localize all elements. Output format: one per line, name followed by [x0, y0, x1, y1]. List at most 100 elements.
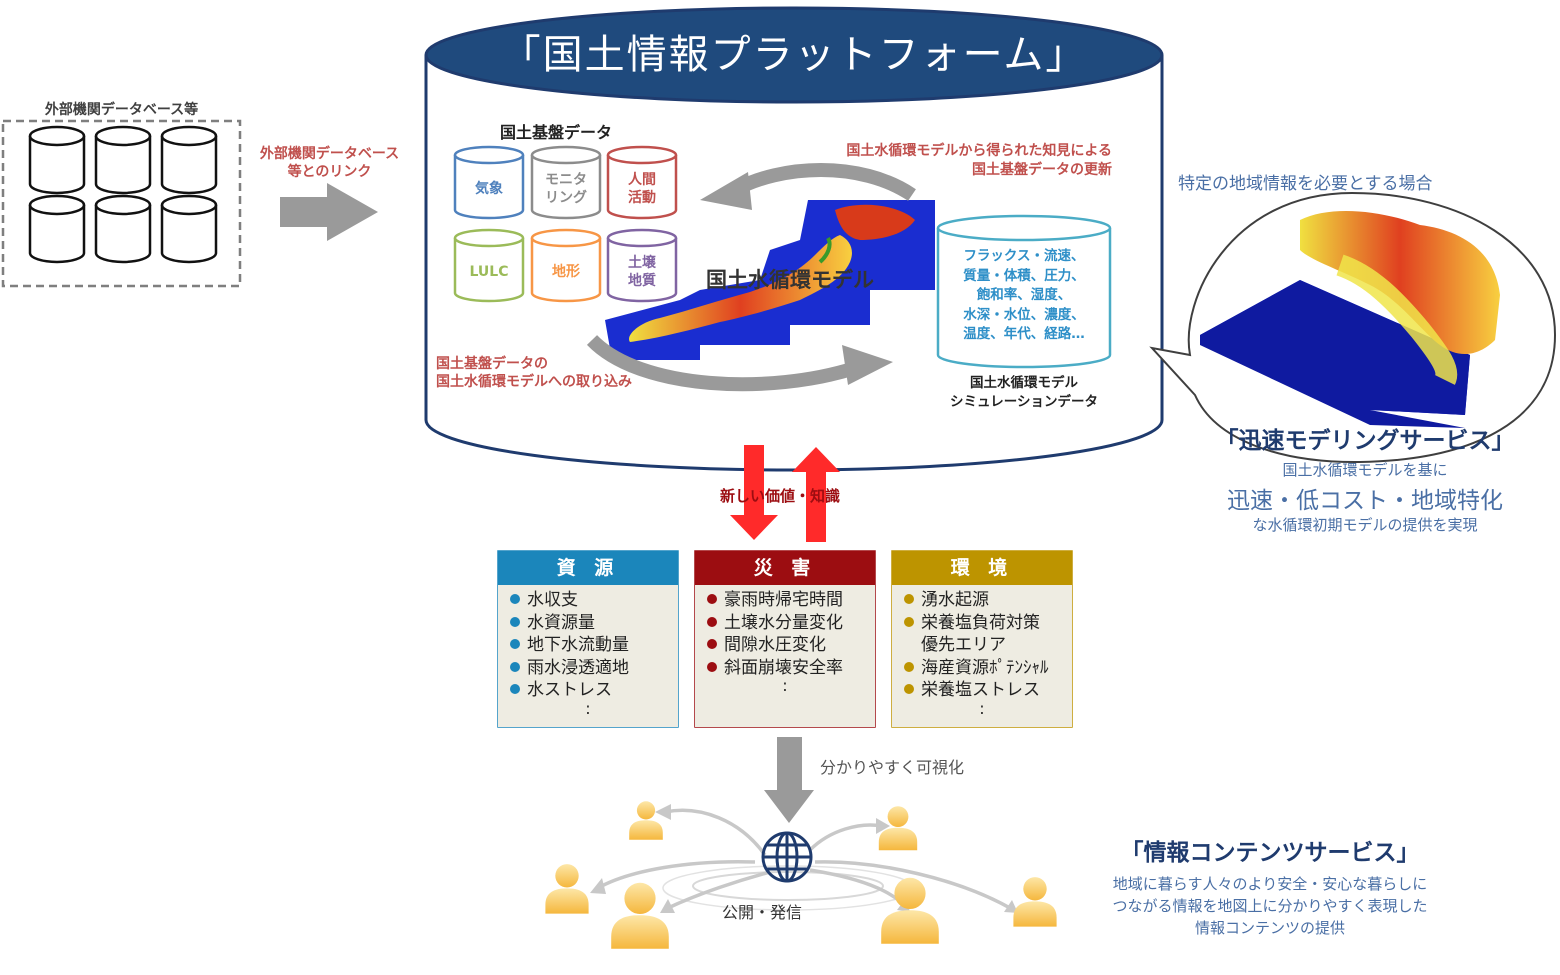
list-item: 土壌水分量変化 [707, 612, 875, 635]
list-item: 海産資源ﾎﾟﾃﾝｼｬﾙ [904, 657, 1072, 680]
panel-resources-title: 資 源 [498, 551, 678, 585]
simulation-line-1: フラックス・流速、 [963, 248, 1085, 264]
simulation-caption-line1: 国土水循環モデル [970, 375, 1078, 391]
panel-resources-list: 水収支 水資源量 地下水流動量 雨水浸透適地 水ストレス [498, 589, 678, 702]
base-data-label: 人間活動 [628, 172, 656, 206]
people-icons [545, 801, 1057, 949]
simulation-line-3: 飽和率、湿度、 [976, 287, 1072, 303]
import-label-line1: 国土基盤データの [436, 356, 548, 372]
base-data-label: 土壌地質 [628, 255, 656, 289]
base-data-label: LULC [469, 264, 509, 280]
person-icon [1013, 877, 1057, 927]
external-link-label: 外部機関データベース 等とのリンク [242, 145, 417, 181]
japan-map-image [605, 200, 935, 360]
base-data-title: 国土基盤データ [500, 123, 613, 142]
person-icon [545, 864, 589, 914]
panel-disaster-list: 豪雨時帰宅時間 土壌水分量変化 間隙水圧変化 斜面崩壊安全率 [695, 589, 875, 679]
platform-title: 「国土情報プラットフォーム」 [500, 32, 1088, 78]
link-arrow [280, 183, 378, 241]
publish-network [545, 801, 1057, 949]
visualize-arrow [764, 737, 814, 823]
cycle-arrows [586, 163, 916, 392]
base-data-label: モニタリング [545, 172, 587, 206]
terrain-3d-image [1200, 210, 1500, 428]
panel-environment: 環 境 湧水起源 栄養塩負荷対策 優先エリア 海産資源ﾎﾟﾃﾝｼｬﾙ 栄養塩スト… [892, 551, 1072, 727]
list-item: 豪雨時帰宅時間 [707, 589, 875, 612]
content-service-line3: 情報コンテンツの提供 [1194, 919, 1345, 937]
base-data-cylinders [453, 145, 678, 303]
base-data-cylinder [530, 228, 602, 303]
base-data-cylinder [606, 228, 678, 303]
base-data-label: 気象 [475, 181, 503, 197]
visualize-label: 分かりやすく可視化 [820, 758, 965, 777]
new-value-label: 新しい価値・知識 [719, 487, 840, 505]
list-item: 湧水起源 [904, 589, 1072, 612]
database-icon [160, 194, 218, 264]
publish-label: 公開・発信 [722, 903, 803, 922]
down-arrow [730, 445, 778, 540]
base-data-cylinder [606, 145, 678, 220]
external-db-group [1, 119, 242, 288]
list-item: 水収支 [510, 589, 678, 612]
list-item: 間隙水圧変化 [707, 634, 875, 657]
platform-cylinder-top [424, 6, 1164, 104]
panel-environment-list: 湧水起源 栄養塩負荷対策 優先エリア 海産資源ﾎﾟﾃﾝｼｬﾙ 栄養塩ストレス [892, 589, 1072, 702]
import-label: 国土基盤データの 国土水循環モデルへの取り込み [436, 355, 632, 391]
list-item: 栄養塩負荷対策 [904, 612, 1072, 635]
base-data-cylinder [453, 228, 525, 303]
up-arrow [792, 447, 840, 542]
simulation-cylinder [936, 214, 1112, 369]
content-service-desc: 地域に暮らす人々のより安全・安心な暮らしに つながる情報を地図上に分かりやすく表… [1060, 873, 1480, 939]
database-icon [28, 125, 86, 195]
list-item: 水資源量 [510, 612, 678, 635]
simulation-line-5: 温度、年代、経路… [963, 326, 1085, 342]
globe-icon [761, 831, 813, 883]
list-item: 優先エリア [921, 635, 1006, 655]
rapid-service-line1: 国土水循環モデルを基に [1282, 461, 1448, 479]
rapid-service-title: 「迅速モデリングサービス」 [1215, 428, 1515, 454]
person-icon [881, 877, 939, 944]
panel-environment-more: : [979, 698, 985, 718]
base-data-cylinder [453, 145, 525, 220]
database-icon [28, 194, 86, 264]
simulation-caption: 国土水循環モデル シミュレーションデータ [920, 374, 1128, 412]
database-icon [94, 125, 152, 195]
panel-resources: 資 源 水収支 水資源量 地下水流動量 雨水浸透適地 水ストレス : [498, 551, 678, 727]
person-icon [611, 882, 669, 949]
database-icon [94, 194, 152, 264]
import-label-line2: 国土水循環モデルへの取り込み [436, 374, 632, 390]
simulation-caption-line2: シミュレーションデータ [950, 394, 1098, 410]
list-item: 雨水浸透適地 [510, 657, 678, 680]
panel-resources-more: : [585, 698, 591, 718]
list-item: 斜面崩壊安全率 [707, 657, 875, 680]
rapid-service-line2: 迅速・低コスト・地域特化 [1227, 488, 1503, 514]
panel-disaster-title: 災 害 [695, 551, 875, 585]
model-title: 国土水循環モデル [706, 268, 874, 292]
external-db-title: 外部機関データベース等 [44, 102, 199, 118]
simulation-line-4: 水深・水位、濃度、 [963, 306, 1085, 323]
content-service-title: 「情報コンテンツサービス」 [1120, 840, 1420, 866]
person-icon [629, 801, 663, 840]
simulation-data-list: フラックス・流速、 質量・体積、圧力、 飽和率、湿度、 水深・水位、濃度、 温度… [938, 247, 1110, 345]
list-item: 水ストレス [510, 679, 678, 702]
external-link-label-line1: 外部機関データベース [259, 146, 400, 162]
base-data-cylinder [530, 145, 602, 220]
update-label: 国土水循環モデルから得られた知見による 国土基盤データの更新 [762, 142, 1112, 180]
external-link-label-line2: 等とのリンク [287, 164, 372, 180]
external-db-box [1, 119, 242, 288]
content-service-line2: つながる情報を地図上に分かりやすく表現した [1112, 897, 1428, 915]
list-item: 栄養塩ストレス [904, 679, 1072, 702]
content-service-line1: 地域に暮らす人々のより安全・安心な暮らしに [1112, 875, 1428, 893]
base-data-label: 地形 [552, 264, 580, 280]
specific-region-label: 特定の地域情報を必要とする場合 [1178, 174, 1433, 194]
person-icon [878, 806, 918, 851]
panel-disaster: 災 害 豪雨時帰宅時間 土壌水分量変化 間隙水圧変化 斜面崩壊安全率 : [695, 551, 875, 727]
external-db-icons [28, 125, 218, 264]
database-icon [160, 125, 218, 195]
panel-disaster-more: : [782, 676, 788, 695]
update-label-line1: 国土水循環モデルから得られた知見による [846, 143, 1112, 159]
panel-environment-title: 環 境 [892, 551, 1072, 585]
simulation-line-2: 質量・体積、圧力、 [963, 267, 1085, 284]
